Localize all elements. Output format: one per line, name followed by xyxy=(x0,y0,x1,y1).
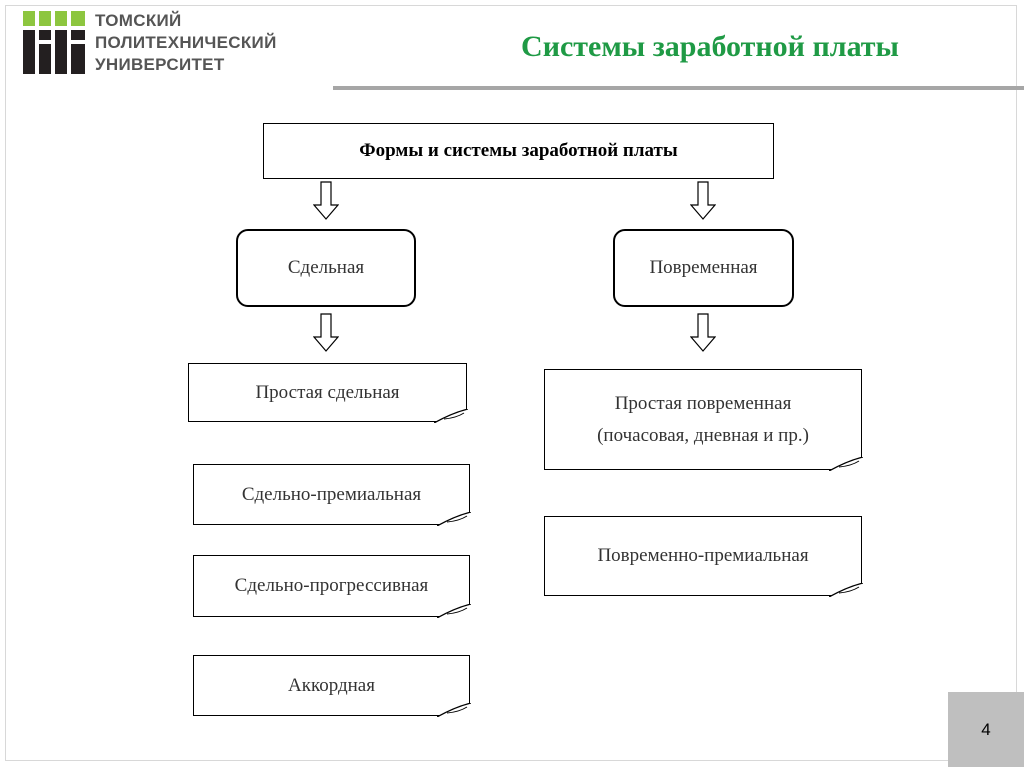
slide-title: Системы заработной платы xyxy=(521,30,899,63)
page-curl-icon xyxy=(437,604,471,618)
arrow-down-icon xyxy=(313,181,339,220)
page-number: 4 xyxy=(948,692,1024,767)
list-item: Повременно-премиальная xyxy=(544,516,863,597)
page-curl-icon xyxy=(437,512,471,526)
list-item-label: Повременно-премиальная xyxy=(597,545,809,566)
list-item: Сдельно-прогрессивная xyxy=(193,555,471,618)
list-item: Простая сдельная xyxy=(188,363,468,423)
page-curl-icon xyxy=(434,409,468,423)
page-curl-icon xyxy=(829,457,863,471)
page-number-label: 4 xyxy=(981,719,991,739)
page-curl-icon xyxy=(437,703,471,717)
list-item-label: Аккордная xyxy=(288,674,375,696)
root-node-label: Формы и системы заработной платы xyxy=(359,140,678,161)
category-label: Сдельная xyxy=(287,257,365,278)
tpu-logo-icon xyxy=(23,11,85,74)
category-label: Повременная xyxy=(649,257,758,278)
slide-frame xyxy=(5,5,1017,761)
title-divider xyxy=(333,86,1024,90)
category-node-time-based: Повременная xyxy=(613,229,794,307)
category-node-piecework: Сдельная xyxy=(236,229,416,307)
university-name: ТОМСКИЙ ПОЛИТЕХНИЧЕСКИЙ УНИВЕРСИТЕТ xyxy=(95,10,277,76)
list-item-label: Простая сдельная xyxy=(255,381,400,403)
university-name-line-1: ТОМСКИЙ xyxy=(95,11,182,30)
arrow-down-icon xyxy=(690,181,716,220)
list-item-label: Сдельно-премиальная xyxy=(241,483,422,505)
list-item-label: Простая повременная xyxy=(614,392,792,414)
list-item-label: Сдельно-прогрессивная xyxy=(234,575,429,596)
university-name-line-3: УНИВЕРСИТЕТ xyxy=(95,55,225,74)
root-node: Формы и системы заработной платы xyxy=(263,123,774,179)
university-name-line-2: ПОЛИТЕХНИЧЕСКИЙ xyxy=(95,33,277,52)
list-item: Простая повременная (почасовая, дневная … xyxy=(544,369,863,471)
arrow-down-icon xyxy=(313,313,339,352)
list-item: Сдельно-премиальная xyxy=(193,464,471,526)
list-item: Аккордная xyxy=(193,655,471,717)
arrow-down-icon xyxy=(690,313,716,352)
list-item-sublabel: (почасовая, дневная и пр.) xyxy=(597,424,809,446)
page-curl-icon xyxy=(829,583,863,597)
